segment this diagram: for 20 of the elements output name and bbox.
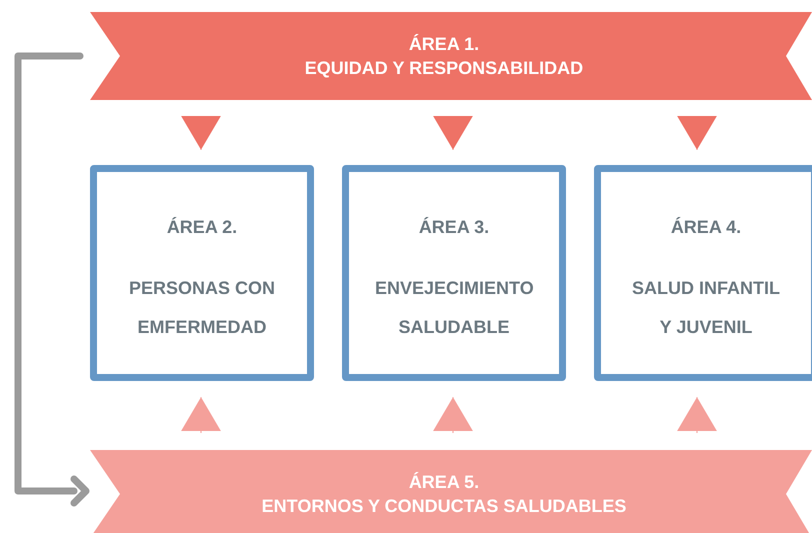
- area-title: ENTORNOS Y CONDUCTAS SALUDABLES: [262, 495, 626, 518]
- area-heading: ÁREA 4.: [670, 216, 742, 239]
- triangle-arrow: [181, 396, 221, 434]
- triangle-arrow: [677, 396, 717, 434]
- area-title: PERSONAS CON EMFERMEDAD: [128, 277, 276, 339]
- triangle-arrow: [433, 116, 473, 150]
- area-heading: ÁREA 3.: [418, 216, 490, 239]
- area-title: ENVEJECIMIENTO SALUDABLE: [375, 277, 533, 339]
- area-title: SALUD INFANTIL Y JUVENIL: [631, 277, 781, 339]
- area-heading: ÁREA 2.: [166, 216, 238, 239]
- triangle-arrow: [181, 116, 221, 150]
- area-box: [342, 165, 566, 381]
- area-heading: ÁREA 1.: [408, 33, 480, 56]
- triangle-arrow: [677, 116, 717, 150]
- area-box: [594, 165, 812, 381]
- area-title: EQUIDAD Y RESPONSABILIDAD: [304, 57, 584, 80]
- triangle-arrow: [433, 396, 473, 434]
- area-box: [90, 165, 314, 381]
- loop-arrow: [14, 52, 90, 506]
- area-heading: ÁREA 5.: [408, 471, 480, 494]
